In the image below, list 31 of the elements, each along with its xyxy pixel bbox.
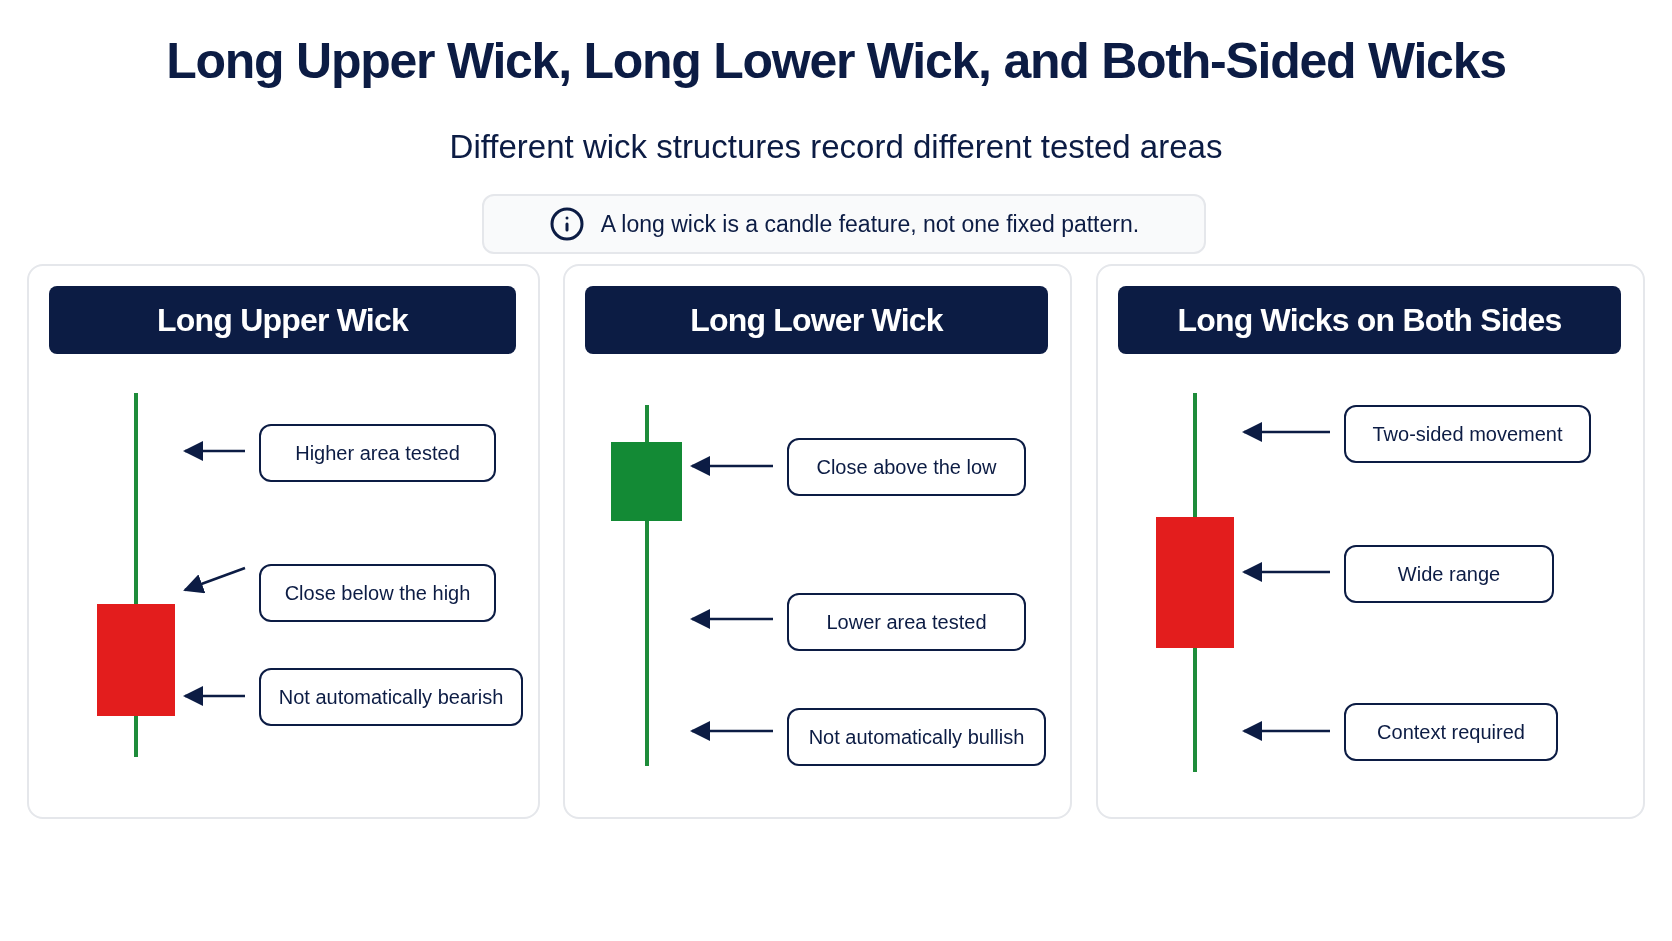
panel-card <box>1096 264 1645 819</box>
panel-card <box>27 264 540 819</box>
callout-label: Wide range <box>1344 545 1554 603</box>
arrow <box>183 441 245 461</box>
candlestick-drawing <box>611 405 682 766</box>
panel-heading: Long Lower Wick <box>585 286 1048 354</box>
title: Long Upper Wick, Long Lower Wick, and Both-Sided Wicks <box>165 32 1507 91</box>
panel-heading: Long Upper Wick <box>49 286 516 354</box>
arrow <box>1242 422 1330 442</box>
arrow <box>1242 721 1330 741</box>
callout-label: Context required <box>1344 703 1558 761</box>
note-text: A long wick is a candle feature, not one fixed pattern. <box>600 209 1140 239</box>
arrow <box>183 566 246 594</box>
callout-label: Not automatically bearish <box>259 668 523 726</box>
arrow <box>690 456 773 476</box>
callout-label: Two-sided movement <box>1344 405 1591 463</box>
arrow <box>1242 562 1330 582</box>
callout-label: Close below the high <box>259 564 496 622</box>
panel-card <box>563 264 1072 819</box>
arrow <box>690 609 773 629</box>
info-note <box>482 194 1206 254</box>
callout-label: Not automatically bullish <box>787 708 1046 766</box>
callout-label: Close above the low <box>787 438 1026 496</box>
candlestick-drawing <box>1156 393 1234 772</box>
arrow <box>183 686 245 706</box>
panel-heading: Long Wicks on Both Sides <box>1118 286 1621 354</box>
callout-label: Lower area tested <box>787 593 1026 651</box>
subtitle: Different wick structures record different tested areas <box>448 127 1224 167</box>
callout-label: Higher area tested <box>259 424 496 482</box>
candlestick-drawing <box>97 393 175 757</box>
arrow <box>690 721 773 741</box>
